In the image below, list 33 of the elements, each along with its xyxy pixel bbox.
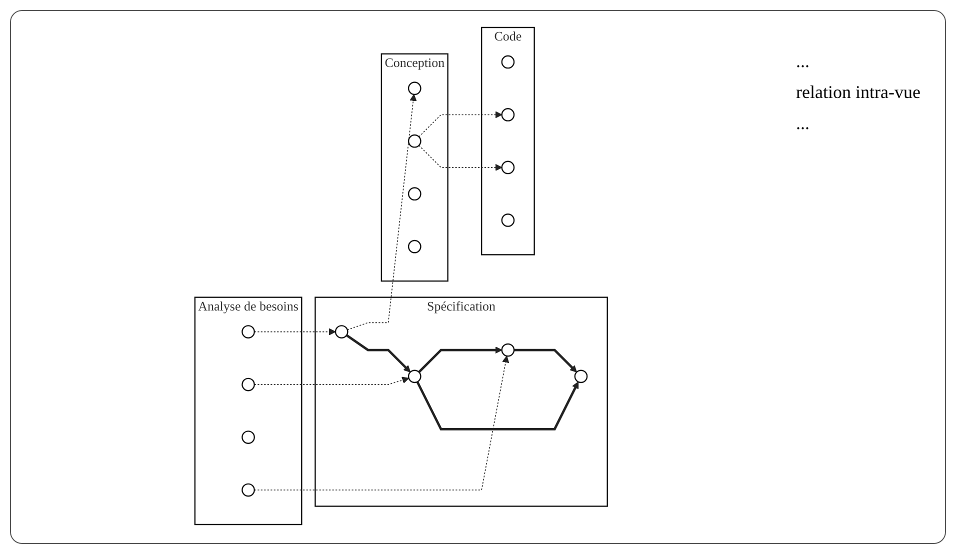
node-circle	[501, 214, 514, 227]
arrow	[514, 348, 577, 372]
node-circle	[501, 108, 514, 122]
cluster: Analyse de besoins	[194, 296, 302, 526]
node-circle	[408, 187, 422, 201]
node-circle	[241, 325, 255, 338]
node-circle	[241, 378, 255, 392]
arrow	[416, 381, 578, 430]
arrow	[418, 145, 502, 172]
arrow	[254, 356, 509, 490]
node-circle	[241, 430, 255, 444]
arrow	[346, 94, 417, 330]
node-circle	[408, 134, 422, 148]
arrow	[418, 346, 502, 373]
node-circle	[408, 82, 422, 96]
cluster: Conception	[380, 53, 448, 282]
note-label: ...	[796, 113, 810, 134]
arrow	[254, 376, 409, 385]
node-circle	[334, 325, 348, 338]
arrow	[418, 111, 502, 138]
node-circle	[501, 343, 514, 357]
arrow	[346, 334, 410, 372]
node-circle	[241, 483, 255, 497]
node-circle	[501, 55, 514, 69]
cluster: Spécification	[314, 296, 608, 507]
cluster: Code	[480, 26, 535, 256]
node-circle	[408, 240, 422, 254]
node-circle	[501, 160, 514, 174]
arrow	[254, 328, 336, 336]
note-label: ...	[796, 51, 810, 72]
node-circle	[408, 370, 422, 384]
node-circle	[574, 370, 588, 384]
note-label: relation intra-vue	[796, 82, 922, 103]
